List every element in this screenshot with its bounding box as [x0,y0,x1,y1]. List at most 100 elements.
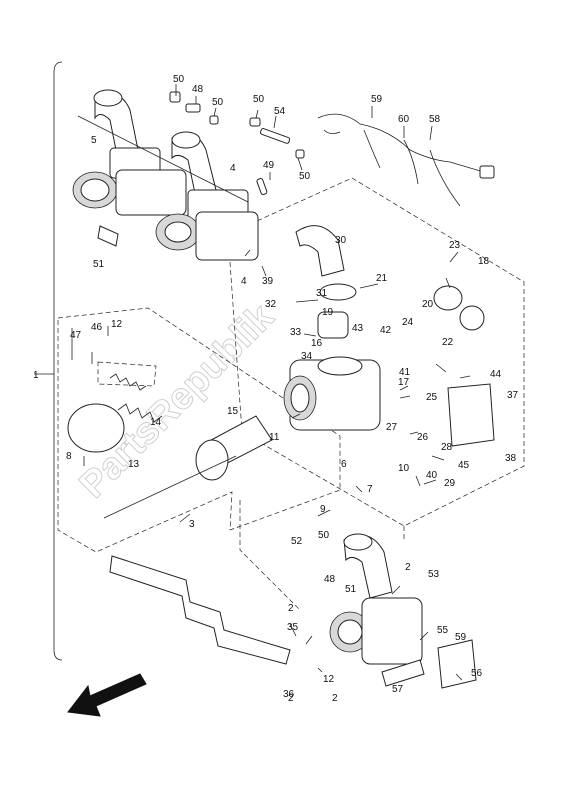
cap-18 [459,305,485,331]
leader-lines [34,84,471,681]
callout-label: 15 [227,406,239,417]
callout-label: 45 [458,460,470,471]
link-plate-bottom [109,555,291,665]
callout-label: 18 [478,256,490,267]
callout-label: 26 [417,432,429,443]
dashed-outline-bottom [239,500,405,611]
callout-label: 1 [33,370,39,381]
callout-label: 57 [392,684,404,695]
callout-label: 5 [91,135,97,146]
callout-label: 30 [335,235,347,246]
callout-label: 46 [91,322,103,333]
bracket-56 [381,659,425,687]
callout-label: 7 [367,484,373,495]
callout-label: 44 [490,369,502,380]
carburetor-top-left [72,89,187,216]
callout-label: 40 [426,470,438,481]
callout-label: 58 [429,114,441,125]
callout-label: 56 [471,668,483,679]
group-bracket [53,61,63,661]
connector-59 [479,165,495,179]
callout-label: 47 [70,330,82,341]
callout-label: 6 [341,459,347,470]
callout-label: 43 [352,323,364,334]
callout-label: 17 [398,377,410,388]
callout-label: 59 [455,632,467,643]
callout-label: 39 [262,276,274,287]
callout-label: 32 [265,299,277,310]
callout-label: 48 [324,574,336,585]
callout-label: 36 [283,689,295,700]
spring-60 [109,373,147,391]
callout-label: 50 [173,74,185,85]
callout-label: 37 [507,390,519,401]
dashed-outline-right [227,177,525,527]
needle-13 [103,455,237,519]
callout-label: 22 [442,337,454,348]
callout-label: 3 [189,519,195,530]
callout-label: 28 [441,442,453,453]
callout-label: 51 [93,259,105,270]
callout-label: 23 [449,240,461,251]
callout-label: 34 [301,351,313,362]
callout-label: 35 [287,622,299,633]
callout-label: 19 [322,307,334,318]
callout-label: 33 [290,327,302,338]
watermark: PartsRepublik [72,295,283,506]
cover-57 [437,639,477,689]
callout-label: 8 [66,451,72,462]
callout-label: 16 [311,338,323,349]
callout-label: 31 [316,288,328,299]
carburetor-bottom [329,533,423,665]
callout-label: 10 [398,463,410,474]
intake-30 [295,225,345,277]
callout-label: 21 [376,273,388,284]
callout-label: 2 [332,693,338,704]
callout-label: 42 [380,325,392,336]
cap-20 [433,285,463,311]
callout-label: 2 [288,603,294,614]
callout-label: 4 [241,276,247,287]
callout-label: 50 [212,97,224,108]
carburetor-top-right [155,131,259,261]
callout-label: 49 [263,160,275,171]
bracket-51-top [97,225,119,247]
callout-label: 53 [428,569,440,580]
front-direction-arrow [67,673,147,717]
callout-label: 29 [444,478,456,489]
callout-label: 41 [399,367,411,378]
callout-label: 20 [422,299,434,310]
callout-label: 12 [323,674,335,685]
cover-44 [447,383,495,447]
callout-label: 60 [398,114,410,125]
callout-label: 9 [320,504,326,515]
shaft-top [77,115,249,203]
callout-label: 14 [150,417,162,428]
callout-label: 50 [318,530,330,541]
callout-label: 24 [402,317,414,328]
callout-label: 11 [269,432,280,443]
callout-label: 50 [253,94,265,105]
callout-label: 12 [111,319,123,330]
callout-label: 2 [405,562,411,573]
carburetor-body-center [283,356,381,431]
callout-label: 4 [230,163,236,174]
callout-label: 55 [437,625,449,636]
callout-label: 13 [128,459,140,470]
gasket-31 [319,283,357,301]
callout-label: 54 [274,106,286,117]
boot-19 [317,311,349,339]
callout-label: 25 [426,392,438,403]
callout-label: 50 [299,171,311,182]
callout-label: 52 [291,536,303,547]
callout-label: 51 [345,584,357,595]
small-parts-top [169,91,305,196]
callout-label: 59 [371,94,383,105]
diaphragm-cover [67,403,125,453]
wiring-harness [317,113,485,207]
callout-label: 48 [192,84,204,95]
callout-label: 38 [505,453,517,464]
callout-label: 27 [386,422,398,433]
